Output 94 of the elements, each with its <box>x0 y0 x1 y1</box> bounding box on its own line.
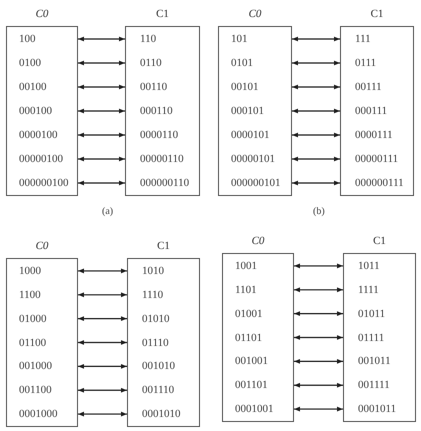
bit-string: 1001 <box>235 260 257 272</box>
bit-string: 0101 <box>231 57 253 69</box>
box-heading: C0 <box>252 235 264 247</box>
bit-string: 000100 <box>19 105 52 117</box>
bit-string: 000000100 <box>19 177 68 189</box>
bit-string: 000111 <box>355 105 388 117</box>
bit-string: 01111 <box>358 332 384 344</box>
bit-string: 0110 <box>140 57 162 69</box>
bit-string: 001010 <box>142 360 175 372</box>
double-arrow <box>78 364 127 369</box>
bit-string: 111 <box>355 33 371 45</box>
bit-string: 00000101 <box>231 153 275 165</box>
double-arrow <box>78 268 127 274</box>
box-heading: C1 <box>157 240 170 252</box>
box-heading: C0 <box>36 240 48 252</box>
double-arrow <box>294 311 343 316</box>
double-arrow <box>78 156 125 162</box>
double-arrow <box>292 108 340 114</box>
bit-string: 1000 <box>19 264 41 277</box>
double-arrow <box>78 132 125 138</box>
bit-string: 01001 <box>235 308 262 320</box>
bit-string: 1010 <box>142 264 164 277</box>
bit-string: 101 <box>231 33 248 45</box>
bit-string: 00111 <box>355 81 382 93</box>
bit-string: 1101 <box>235 284 257 296</box>
bit-string: 00100 <box>19 81 46 93</box>
bit-string: 0001010 <box>142 408 180 420</box>
bit-string: 00000111 <box>355 153 398 165</box>
double-arrow <box>292 156 340 162</box>
bit-string: 00000110 <box>140 153 184 165</box>
bit-string: 001100 <box>19 384 52 396</box>
double-arrow <box>78 412 127 416</box>
double-arrow <box>294 406 343 412</box>
bit-string: 001000 <box>19 360 52 372</box>
double-arrow <box>78 36 125 42</box>
bit-string: 00101 <box>231 81 258 93</box>
bit-string: 01010 <box>142 312 170 325</box>
bit-string: 001110 <box>142 384 174 396</box>
bit-string: 000110 <box>140 105 173 117</box>
bit-string: 000000110 <box>140 177 190 189</box>
double-arrow <box>294 335 343 340</box>
double-arrow <box>294 287 343 292</box>
panel-caption: (b) <box>313 206 325 217</box>
bit-string: 1110 <box>142 288 164 301</box>
double-arrow <box>292 84 340 90</box>
bit-string: 0000101 <box>231 129 270 141</box>
box-heading: C1 <box>370 8 384 20</box>
bit-string: 00000100 <box>19 153 63 165</box>
double-arrow <box>294 382 343 388</box>
bit-string: 00110 <box>140 81 168 93</box>
bit-string: 0000111 <box>355 129 393 141</box>
box-heading: C1 <box>156 8 169 20</box>
box-heading: C1 <box>373 235 386 247</box>
box-heading: C0 <box>248 8 262 20</box>
bit-string: 0001000 <box>19 408 58 420</box>
bit-string: 0111 <box>355 57 376 69</box>
bit-string: 1011 <box>358 260 380 272</box>
bit-string: 01110 <box>142 336 169 348</box>
box-heading: C0 <box>36 8 48 20</box>
double-arrow <box>78 84 125 90</box>
bit-string: 001011 <box>358 355 391 368</box>
bit-string: 0100 <box>19 57 41 69</box>
bit-string: 0000100 <box>19 129 58 141</box>
bit-string: 0000110 <box>140 129 178 141</box>
bit-string: 001001 <box>235 355 268 368</box>
double-arrow <box>292 180 340 186</box>
double-arrow <box>78 316 127 322</box>
bit-string: 000101 <box>231 105 264 117</box>
bit-string: 01101 <box>235 332 262 344</box>
panel-caption: (a) <box>102 206 114 217</box>
bit-string: 110 <box>140 33 156 45</box>
bit-string: 001101 <box>235 379 268 392</box>
double-arrow <box>292 36 340 42</box>
bit-string: 01011 <box>358 308 386 320</box>
bit-string: 1111 <box>358 284 379 296</box>
bit-string: 0001011 <box>358 403 396 416</box>
bit-string: 01100 <box>19 336 46 348</box>
double-arrow <box>78 292 127 298</box>
bit-string: 100 <box>19 33 36 45</box>
double-arrow <box>78 108 125 114</box>
double-arrow <box>292 132 340 138</box>
double-arrow <box>78 60 125 66</box>
bit-string: 000000111 <box>355 177 404 189</box>
bit-string: 01000 <box>19 312 46 325</box>
double-arrow <box>292 60 340 66</box>
double-arrow <box>78 340 127 345</box>
bit-string: 001111 <box>358 379 390 392</box>
bit-string: 0001001 <box>235 403 274 416</box>
double-arrow <box>78 180 125 186</box>
double-arrow <box>294 358 343 364</box>
double-arrow <box>78 388 127 393</box>
bit-string: 000000101 <box>231 177 280 189</box>
bit-string: 1100 <box>19 288 41 301</box>
double-arrow <box>294 264 343 268</box>
